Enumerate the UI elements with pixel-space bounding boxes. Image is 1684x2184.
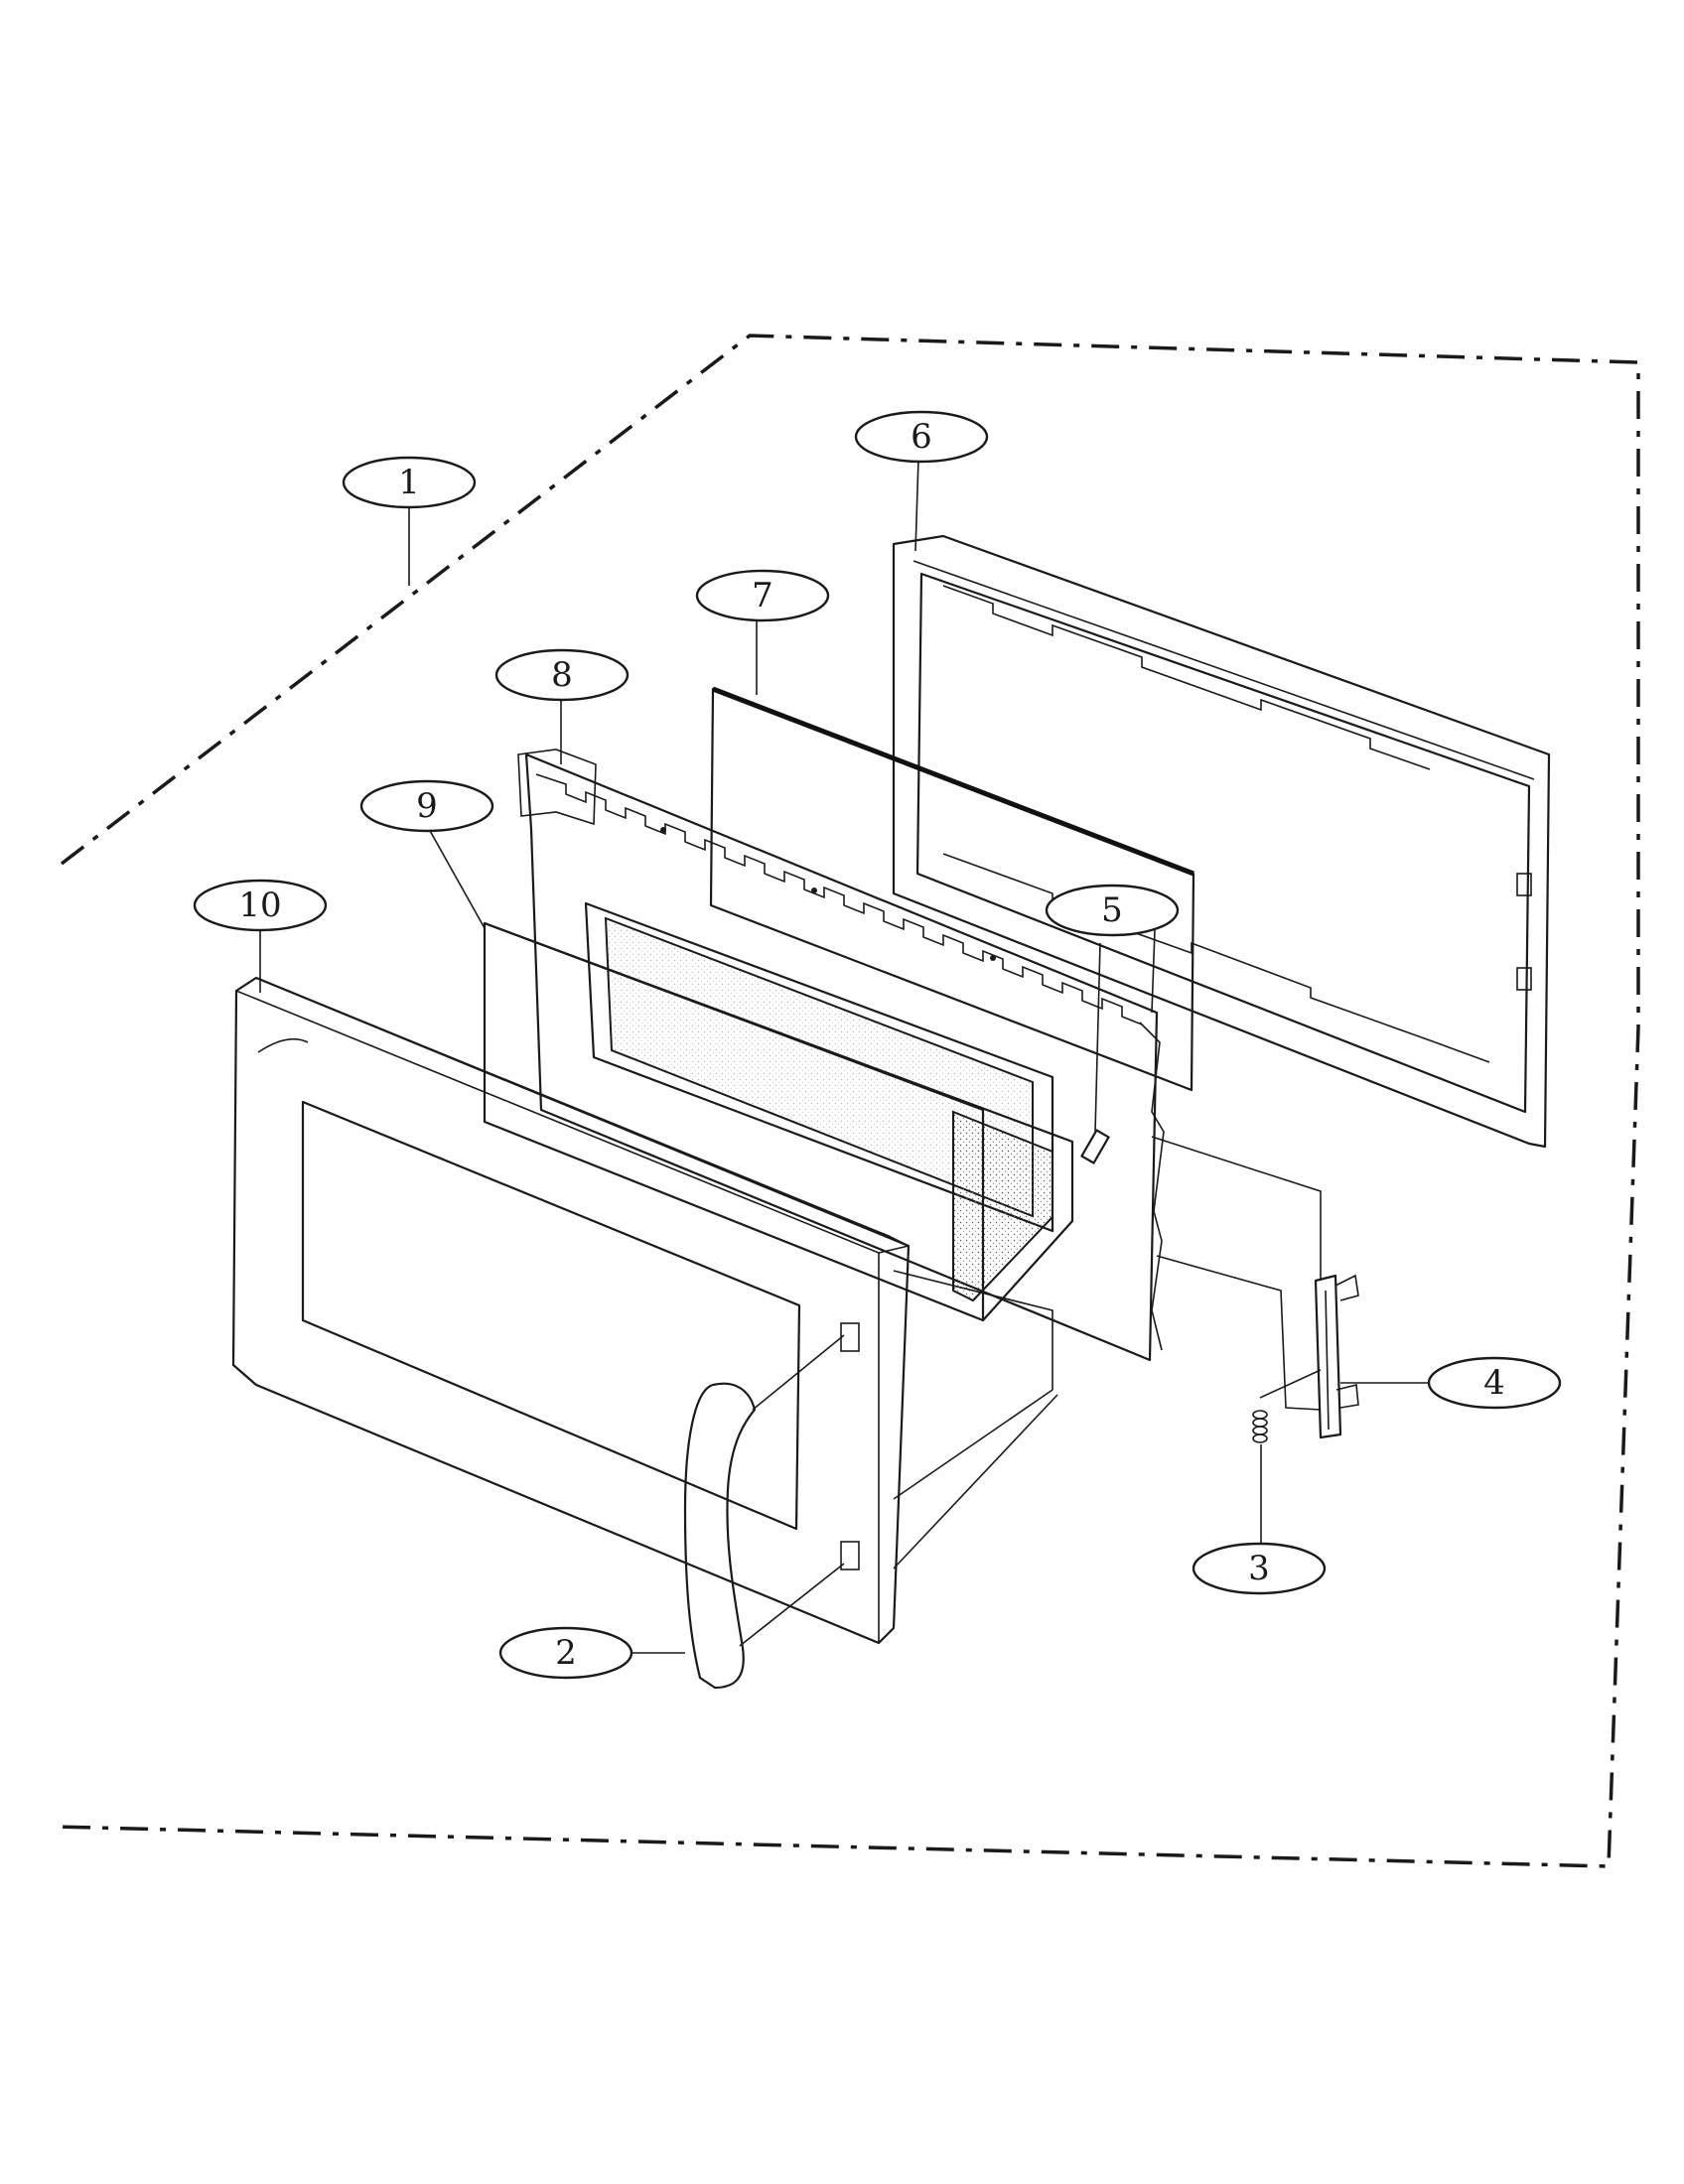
callout-label-7: 7 xyxy=(752,576,773,615)
part-3-spring xyxy=(1252,1369,1322,1443)
part-7-choke-cover xyxy=(709,686,1195,1092)
callout-label-5: 5 xyxy=(1101,890,1123,930)
part-8-inner-door-panel xyxy=(517,749,1165,1362)
callout-10: 10 xyxy=(193,879,328,932)
callout-3: 3 xyxy=(1192,1542,1327,1595)
assembly-boundary xyxy=(54,334,1640,1868)
callout-label-8: 8 xyxy=(551,655,573,695)
part-10-door-front xyxy=(231,976,1058,1645)
part-9-door-screen xyxy=(483,921,1074,1322)
callout-4: 4 xyxy=(1427,1356,1562,1410)
callout-label-2: 2 xyxy=(555,1633,577,1673)
callout-7: 7 xyxy=(695,569,830,622)
callout-1: 1 xyxy=(342,456,477,509)
callout-label-6: 6 xyxy=(911,417,932,457)
callout-5: 5 xyxy=(1045,884,1180,937)
callout-9: 9 xyxy=(359,779,494,833)
callout-label-9: 9 xyxy=(416,786,438,826)
callout-8: 8 xyxy=(494,648,630,702)
leader-lines xyxy=(259,458,1430,1654)
part-6-door-frame xyxy=(892,534,1551,1149)
callout-label-1: 1 xyxy=(398,463,420,502)
callout-label-3: 3 xyxy=(1248,1549,1270,1588)
part-2-handle xyxy=(683,1334,845,1690)
callout-label-4: 4 xyxy=(1483,1363,1505,1403)
callout-6: 6 xyxy=(854,410,989,464)
part-4-latch-hook xyxy=(1151,1136,1359,1439)
part-5-screw xyxy=(1080,942,1110,1164)
callout-2: 2 xyxy=(498,1626,633,1680)
callout-label-10: 10 xyxy=(238,886,281,925)
